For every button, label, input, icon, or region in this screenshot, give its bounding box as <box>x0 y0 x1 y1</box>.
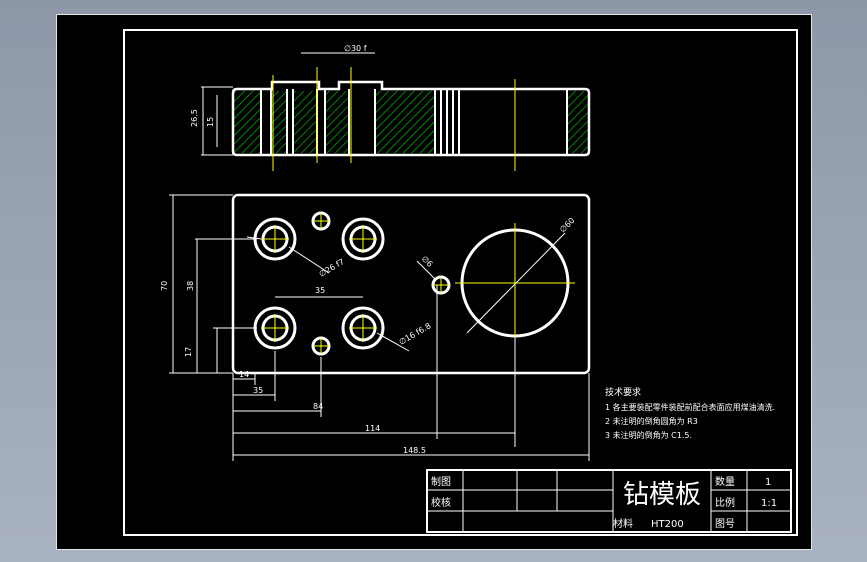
technical-notes: 技术要求 1 各主要装配零件装配前配合表面应用煤油清洗. 2 未注明的倒角圆角为… <box>605 386 775 440</box>
label-material: 材料 <box>613 517 633 530</box>
drawing-svg: ∅30 f 26.5 15 <box>123 29 798 536</box>
dim-x1: 14 <box>239 370 249 379</box>
title-block: 制图 校核 钻模板 材料 HT200 数量 1 比例 1:1 图号 <box>426 469 792 533</box>
dim-x4: 114 <box>365 424 380 433</box>
material-value: HT200 <box>651 519 684 530</box>
drawing-title: 钻模板 <box>623 480 701 510</box>
cad-canvas: ∅30 f 26.5 15 <box>56 14 812 550</box>
dim-side-inner: 15 <box>206 117 215 127</box>
dim-height-mid: 38 <box>186 281 195 291</box>
quantity-value: 1 <box>765 477 771 488</box>
dim-x3: 84 <box>313 402 323 411</box>
notes-heading: 技术要求 <box>605 386 641 398</box>
notes-item-2: 2 未注明的倒角圆角为 R3 <box>605 416 698 426</box>
notes-item-1: 1 各主要装配零件装配前配合表面应用煤油清洗. <box>605 402 775 412</box>
dim-height-total: 70 <box>160 281 169 291</box>
label-scale: 比例 <box>715 496 735 509</box>
scale-value: 1:1 <box>761 498 777 509</box>
plan-view: ∅26 f7 ∅16 f6.8 ∅60 ∅6 70 38 17 35 <box>160 193 591 461</box>
section-view: ∅30 f 26.5 15 <box>190 44 591 171</box>
notes-item-3: 3 未注明的倒角为 C1.5. <box>605 430 692 440</box>
label-drawn: 制图 <box>431 475 451 488</box>
dim-side-outer: 26.5 <box>190 109 199 127</box>
dim-hole-b: ∅16 f6.8 <box>398 321 433 346</box>
dim-height-low: 17 <box>184 347 193 357</box>
dim-small-hole: ∅6 <box>420 254 435 269</box>
sheet-border <box>123 29 798 536</box>
dim-hole-spacing: 35 <box>315 286 325 295</box>
dim-top-width: ∅30 f <box>344 44 367 53</box>
label-checked: 校核 <box>431 496 451 509</box>
label-quantity: 数量 <box>715 475 735 488</box>
dim-big-hole: ∅60 <box>558 216 576 234</box>
dim-x5: 148.5 <box>403 446 426 455</box>
label-drawing-no: 图号 <box>715 518 735 530</box>
dim-hole-a: ∅26 f7 <box>318 257 346 279</box>
dim-x2: 35 <box>253 386 263 395</box>
